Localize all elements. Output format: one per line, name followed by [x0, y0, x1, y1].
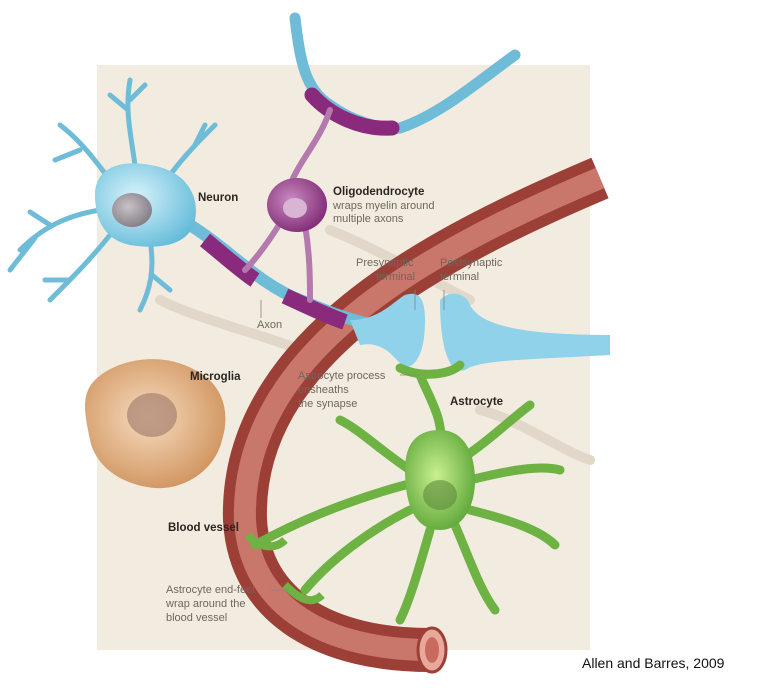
label-axon: Axon [257, 319, 282, 331]
label-astro-process-2: ensheaths [298, 384, 349, 396]
label-postsynaptic-2: terminal [440, 271, 479, 283]
label-presynaptic-1: Presynaptic [356, 257, 414, 269]
label-endfeet-2: wrap around the [165, 598, 246, 610]
label-endfeet-3: blood vessel [166, 612, 227, 624]
endfoot-lower [282, 582, 325, 605]
label-blood-vessel: Blood vessel [168, 522, 239, 534]
microglia-nucleus [127, 393, 177, 437]
label-presynaptic-2: terminal [376, 271, 415, 283]
label-neuron: Neuron [198, 192, 238, 204]
endfoot-upper [244, 532, 288, 551]
synapse [350, 293, 610, 371]
label-oligo-desc-2: multiple axons [333, 213, 404, 225]
astrocyte-processes [250, 360, 565, 625]
label-endfeet-1: Astrocyte end-feet [166, 584, 255, 596]
label-postsynaptic-1: Postsynaptic [440, 257, 503, 269]
oligodendrocyte-nucleus [283, 198, 307, 218]
blood-vessel [222, 157, 609, 674]
label-astrocyte: Astrocyte [450, 396, 503, 408]
label-pointers [260, 290, 445, 591]
label-microglia: Microglia [190, 371, 241, 383]
citation: Allen and Barres, 2009 [582, 655, 725, 671]
label-oligo-desc-1: wraps myelin around [332, 200, 435, 212]
astrocyte-nucleus [423, 480, 457, 510]
label-astro-process-3: the synapse [298, 398, 357, 410]
label-oligodendrocyte: Oligodendrocyte [333, 186, 424, 198]
upper-axon [289, 12, 521, 136]
neuron-nucleus [112, 193, 152, 227]
label-astro-process-1: Astrocyte process [298, 370, 386, 382]
